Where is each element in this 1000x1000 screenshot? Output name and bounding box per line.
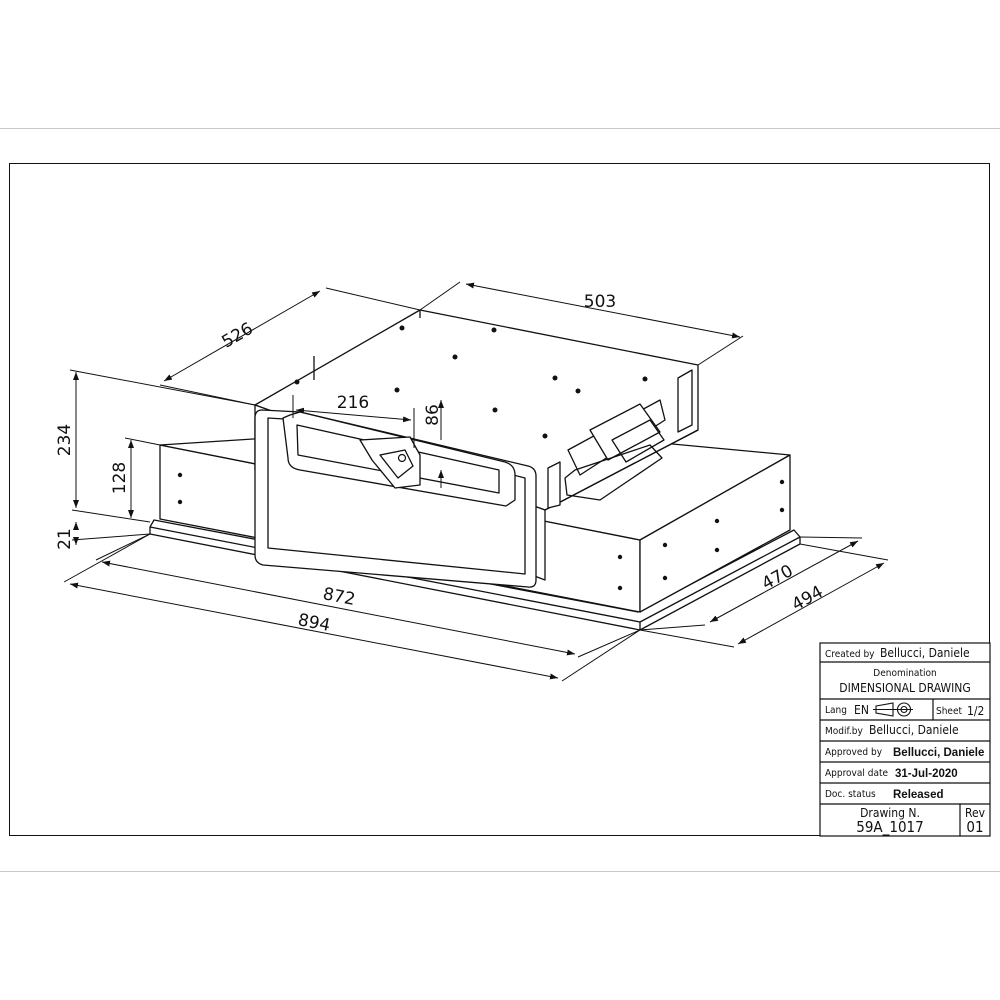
approval-date-label: Approval date xyxy=(825,768,889,779)
dim-128: 128 xyxy=(110,462,130,494)
approved-by-value: Bellucci, Daniele xyxy=(893,747,984,759)
approval-date-value: 31-Jul-2020 xyxy=(895,768,958,780)
doc-status-value: Released xyxy=(893,789,944,801)
drawing-frame xyxy=(9,163,990,836)
dim-216: 216 xyxy=(337,393,369,413)
dim-526: 526 xyxy=(218,319,256,353)
sheet-value: 1/2 xyxy=(967,704,984,718)
lang-label: Lang xyxy=(825,705,847,716)
dimension-lines xyxy=(63,281,889,682)
approved-by-label: Approved by xyxy=(825,747,883,758)
created-by-value: Bellucci, Daniele xyxy=(880,646,970,660)
denomination-value: DIMENSIONAL DRAWING xyxy=(839,681,971,695)
lang-value: EN xyxy=(854,703,869,717)
rev-value: 01 xyxy=(966,818,983,836)
dim-234: 234 xyxy=(55,424,75,456)
bottom-rule xyxy=(0,871,1000,872)
title-block: Created by Bellucci, Daniele Denominatio… xyxy=(819,642,991,837)
rev-label: Rev xyxy=(965,806,986,820)
dim-86: 86 xyxy=(423,404,443,426)
created-by-label: Created by xyxy=(825,649,875,660)
dim-503: 503 xyxy=(584,292,616,312)
projection-symbol-icon xyxy=(873,702,913,717)
drawing-number-label: Drawing N. xyxy=(860,806,920,820)
denomination-label: Denomination xyxy=(873,668,936,679)
hood-body xyxy=(149,309,801,631)
dim-21: 21 xyxy=(55,528,75,550)
modif-by-label: Modif.by xyxy=(825,726,863,737)
top-rule xyxy=(0,128,1000,129)
sheet-label: Sheet xyxy=(936,706,962,717)
drawing-number-value: 59A_1017 xyxy=(856,818,923,837)
modif-by-value: Bellucci, Daniele xyxy=(869,723,959,737)
dim-894: 894 xyxy=(296,610,332,636)
doc-status-label: Doc. status xyxy=(825,789,876,800)
dim-470: 470 xyxy=(759,561,797,594)
dim-494: 494 xyxy=(789,582,827,615)
